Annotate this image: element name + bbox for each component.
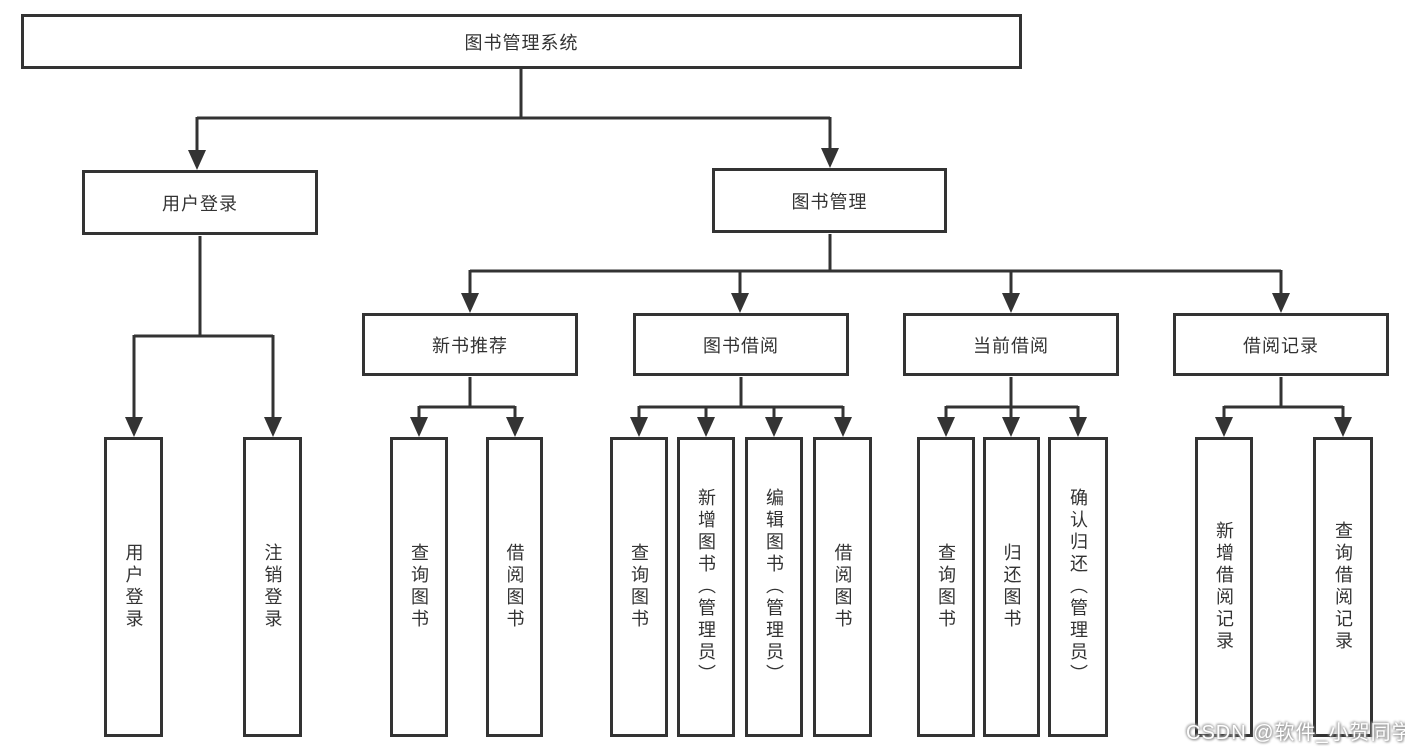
node-label: 借阅图书 [504, 543, 525, 631]
node-query-books-borrow: 查询图书 [610, 437, 668, 737]
node-return-books: 归还图书 [983, 437, 1040, 737]
node-add-books-admin: 新增图书（管理员） [677, 437, 735, 737]
node-label: 借阅记录 [1243, 335, 1319, 356]
node-current-borrowing: 当前借阅 [903, 313, 1119, 376]
node-borrowing-records: 借阅记录 [1173, 313, 1389, 376]
node-book-borrowing: 图书借阅 [633, 313, 849, 376]
node-add-borrow-record: 新增借阅记录 [1195, 437, 1253, 737]
connector-lines [132, 69, 1345, 418]
node-label: 查询图书 [629, 543, 649, 631]
node-label: 编辑图书（管理员） [764, 488, 784, 686]
node-label: 查询借阅记录 [1333, 521, 1353, 653]
node-query-books-rec: 查询图书 [390, 437, 448, 737]
arrowheads [125, 148, 1352, 437]
node-confirm-return-admin: 确认归还（管理员） [1048, 437, 1108, 737]
node-user-login-leaf: 用户登录 [104, 437, 163, 737]
node-user-login: 用户登录 [82, 170, 318, 235]
node-label: 借阅图书 [832, 543, 853, 631]
node-query-borrow-record: 查询借阅记录 [1313, 437, 1373, 737]
node-borrow-books-rec: 借阅图书 [486, 437, 543, 737]
node-label: 图书借阅 [703, 335, 779, 356]
node-new-book-recommend: 新书推荐 [362, 313, 578, 376]
csdn-watermark: CSDN @软件_小贺同学 [1186, 722, 1405, 744]
node-label: 确认归还（管理员） [1068, 488, 1088, 686]
node-label: 新书推荐 [432, 335, 508, 356]
node-label: 当前借阅 [973, 335, 1049, 356]
node-library-management-system: 图书管理系统 [21, 14, 1022, 69]
node-label: 新增图书（管理员） [696, 488, 716, 686]
node-label: 查询图书 [409, 543, 429, 631]
node-label: 图书管理系统 [464, 32, 579, 53]
node-borrow-books: 借阅图书 [813, 437, 872, 737]
node-book-management: 图书管理 [712, 168, 947, 233]
node-label: 归还图书 [1001, 543, 1022, 631]
node-label: 注销登录 [262, 543, 283, 631]
node-label: 图书管理 [791, 191, 868, 212]
node-edit-books-admin: 编辑图书（管理员） [745, 437, 803, 737]
node-label: 用户登录 [123, 543, 144, 631]
node-query-books-current: 查询图书 [917, 437, 975, 737]
node-label: 查询图书 [936, 543, 956, 631]
node-label: 用户登录 [162, 193, 238, 214]
node-logout-leaf: 注销登录 [243, 437, 302, 737]
node-label: 新增借阅记录 [1214, 521, 1234, 653]
